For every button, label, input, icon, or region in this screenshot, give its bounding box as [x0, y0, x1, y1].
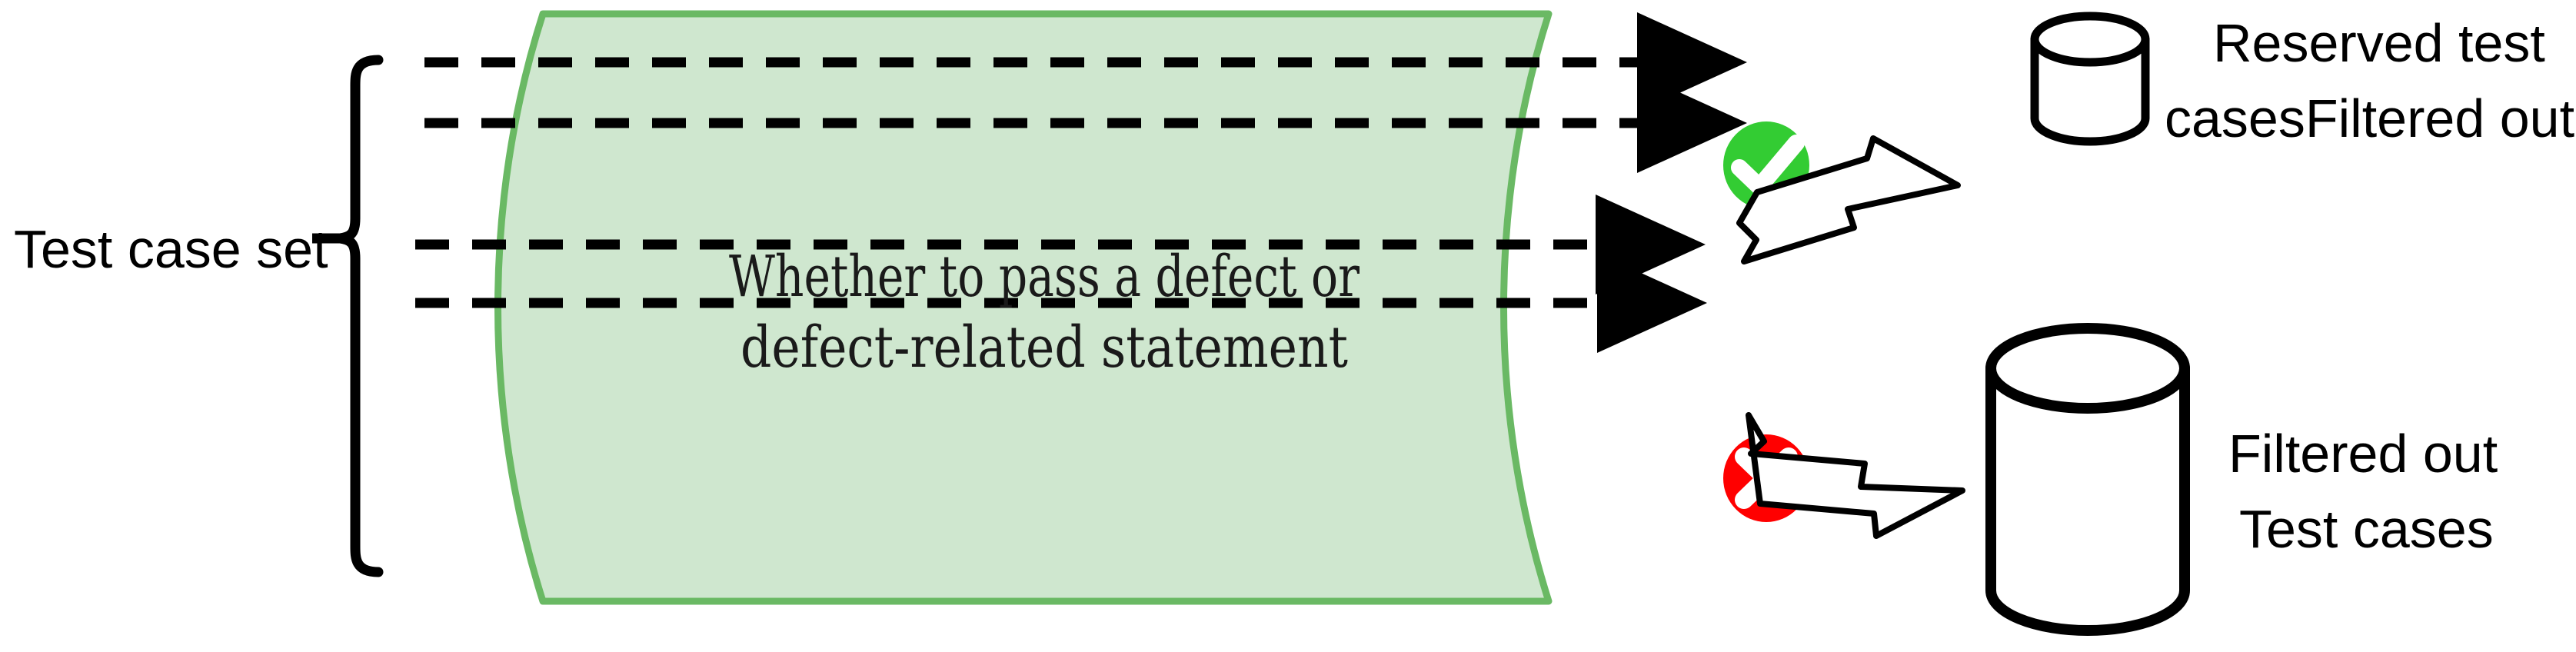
fail-block-arrow: [1746, 412, 1965, 539]
test-case-set-label: Test case set: [14, 219, 328, 279]
filtered-output-label-line-2: Test cases: [2239, 499, 2494, 559]
database-cylinder-large: [1985, 323, 2190, 636]
database-cylinder-small: [2030, 12, 2150, 146]
reserved-output-label-line-1: Reserved test: [2213, 13, 2545, 73]
filtered-output-label-line-1: Filtered out: [2228, 424, 2498, 484]
evaluation-band-shape: [494, 10, 1553, 605]
test-case-flow-arrows: [415, 12, 1747, 353]
band-text-line-1: Whether to pass a defect or: [729, 244, 1360, 310]
pass-block-arrow: [1736, 135, 1961, 264]
reserved-output-label-line-2: casesFiltered out: [2165, 88, 2574, 148]
band-text-line-2: defect-related statement: [741, 314, 1348, 381]
test-case-set-brace: [312, 55, 384, 577]
